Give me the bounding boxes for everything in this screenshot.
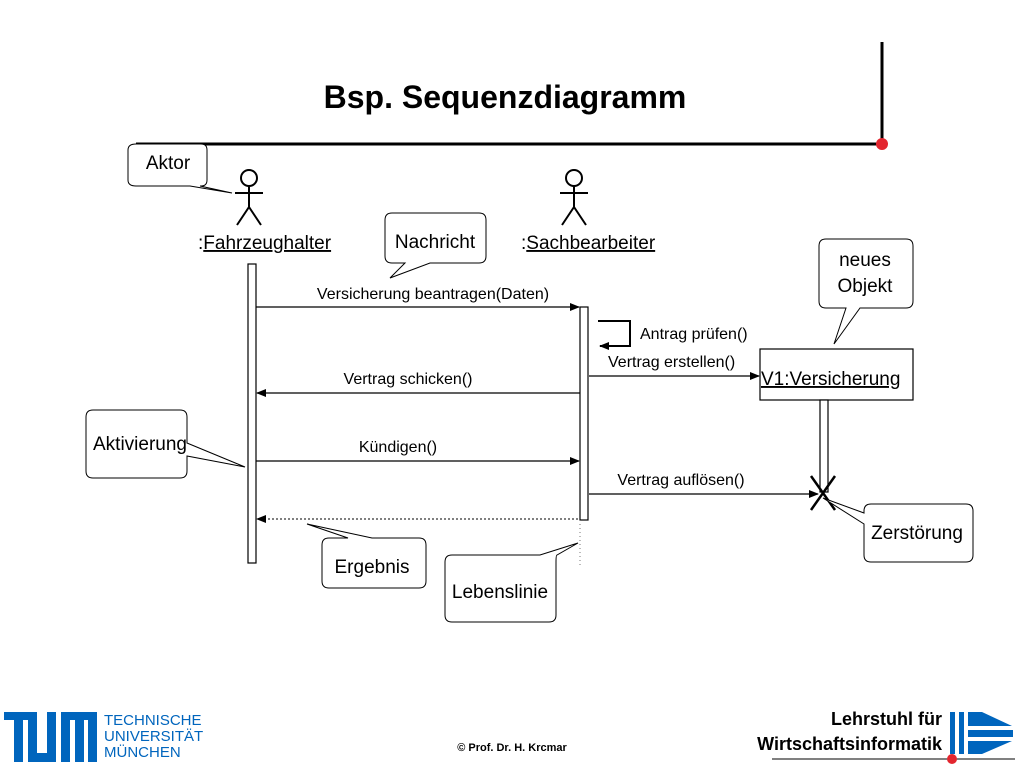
callout-aktor-text: Aktor	[146, 153, 191, 174]
object-versicherung-box	[759, 348, 914, 401]
object-sachbearbeiter-label: :Sachbearbeiter	[521, 233, 656, 254]
object-versicherung-label: V1:Versicherung	[761, 369, 900, 390]
tum-logo-icon	[4, 712, 97, 762]
message-erstellen-label: Vertrag erstellen()	[608, 354, 735, 371]
page-title: Bsp. Sequenzdiagramm	[324, 79, 687, 115]
message-pruefen-label: Antrag prüfen()	[640, 326, 748, 343]
callout-neues-objekt-text-2: Objekt	[838, 276, 894, 297]
destruction-mark-icon	[809, 475, 837, 511]
callout-lebenslinie-shape	[444, 542, 579, 623]
chair-accent-dot	[947, 754, 957, 764]
activation-bar-versicherung	[819, 399, 829, 493]
callout-aktor-shape	[127, 143, 233, 194]
actor-fahrzeughalter-icon	[235, 169, 263, 226]
callout-zerstoerung-text: Zerstörung	[871, 523, 963, 544]
tum-name-line3: MÜNCHEN	[104, 743, 181, 761]
message-beantragen-label: Versicherung beantragen(Daten)	[317, 286, 549, 303]
chair-logo-icon	[950, 712, 1013, 754]
tum-name-line2: UNIVERSITÄT	[104, 728, 203, 745]
callout-aktivierung-text: Aktivierung	[93, 434, 187, 455]
callout-ergebnis-text: Ergebnis	[335, 557, 410, 578]
callout-nachricht-shape	[384, 212, 487, 279]
message-aufloesen-label: Vertrag auflösen()	[617, 472, 744, 489]
object-fahrzeughalter-label: :Fahrzeughalter	[198, 233, 332, 254]
copyright-text: © Prof. Dr. H. Krcmar	[457, 742, 567, 754]
callout-aktivierung-shape	[85, 409, 246, 479]
activation-bar-fahrzeughalter	[247, 263, 257, 564]
message-schicken-label: Vertrag schicken()	[344, 371, 473, 388]
callout-ergebnis-shape	[306, 523, 427, 589]
chair-name-line1: Lehrstuhl für	[831, 709, 942, 729]
message-pruefen-self-arrow	[598, 320, 631, 350]
actor-sachbearbeiter-icon	[560, 169, 588, 226]
callout-neues-objekt-text-1: neues	[839, 250, 891, 271]
accent-dot	[876, 138, 888, 150]
message-kuendigen-label: Kündigen()	[359, 439, 437, 456]
callout-lebenslinie-text: Lebenslinie	[452, 582, 548, 603]
callout-zerstoerung-shape	[822, 497, 974, 563]
tum-name-line1: TECHNISCHE	[104, 712, 202, 729]
chair-name-line2: Wirtschaftsinformatik	[757, 734, 943, 754]
callout-neues-objekt-shape	[818, 238, 914, 345]
activation-bar-sachbearbeiter	[579, 306, 589, 521]
callout-nachricht-text: Nachricht	[395, 232, 476, 253]
